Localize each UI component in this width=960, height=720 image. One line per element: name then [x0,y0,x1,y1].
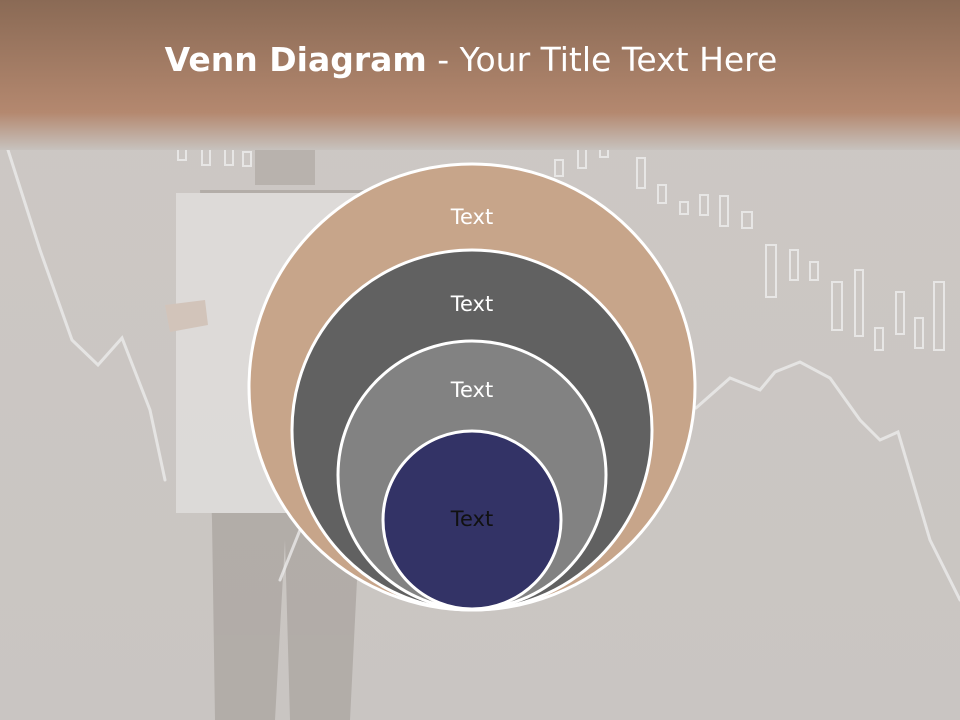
title-rest: - Your Title Text Here [426,40,778,79]
circle-label-outer: Text [450,205,493,229]
slide-title: Venn Diagram - Your Title Text Here [0,40,942,79]
title-bold: Venn Diagram [164,40,427,79]
circle-label-inner: Text [450,507,493,531]
circle-inner [381,429,563,611]
circle-label-second: Text [450,292,493,316]
circle-label-third: Text [450,378,493,402]
chalk-chart [6,148,960,602]
